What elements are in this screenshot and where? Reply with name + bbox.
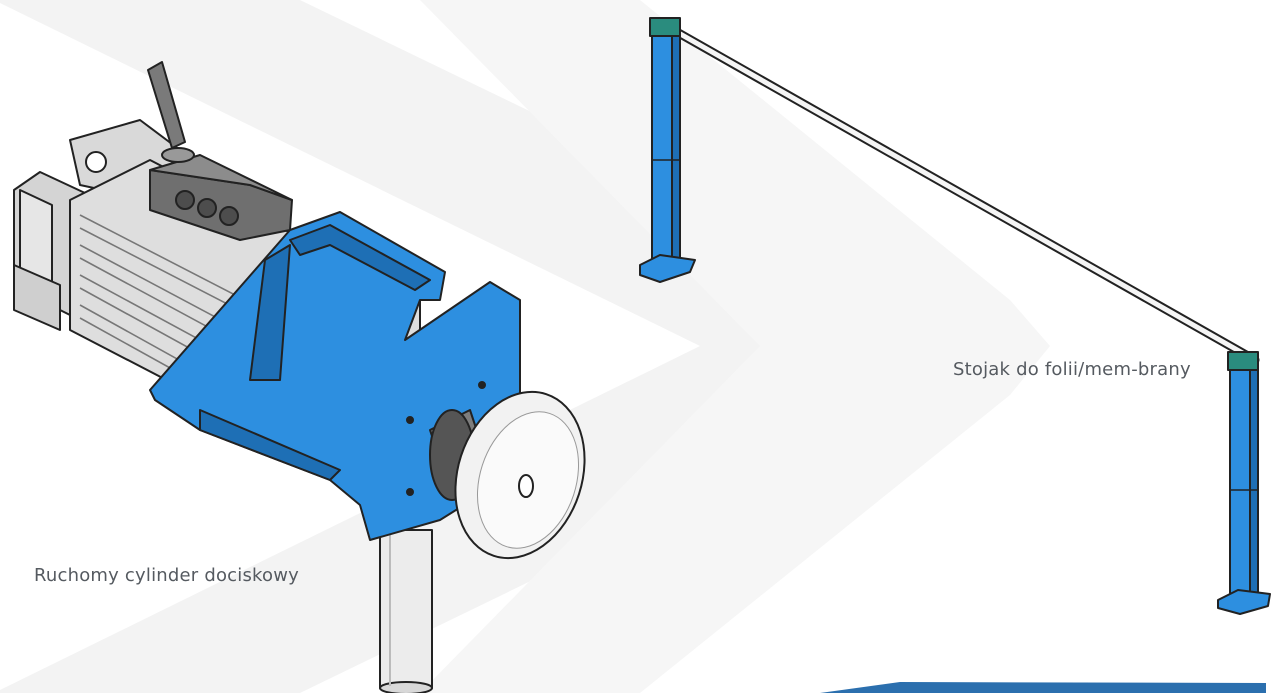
- valve-lever: [147, 61, 186, 149]
- support-post: [379, 529, 433, 689]
- corner-accent-bar: [820, 682, 1266, 693]
- blue-frame: [149, 211, 521, 541]
- film-stand-illustration: [639, 17, 1271, 615]
- stand-caption: Stojak do folii/mem-brany: [953, 359, 1191, 380]
- cylinder-caption: Ruchomy cylinder dociskowy: [34, 565, 299, 586]
- pressure-cylinder-illustration: [13, 61, 586, 693]
